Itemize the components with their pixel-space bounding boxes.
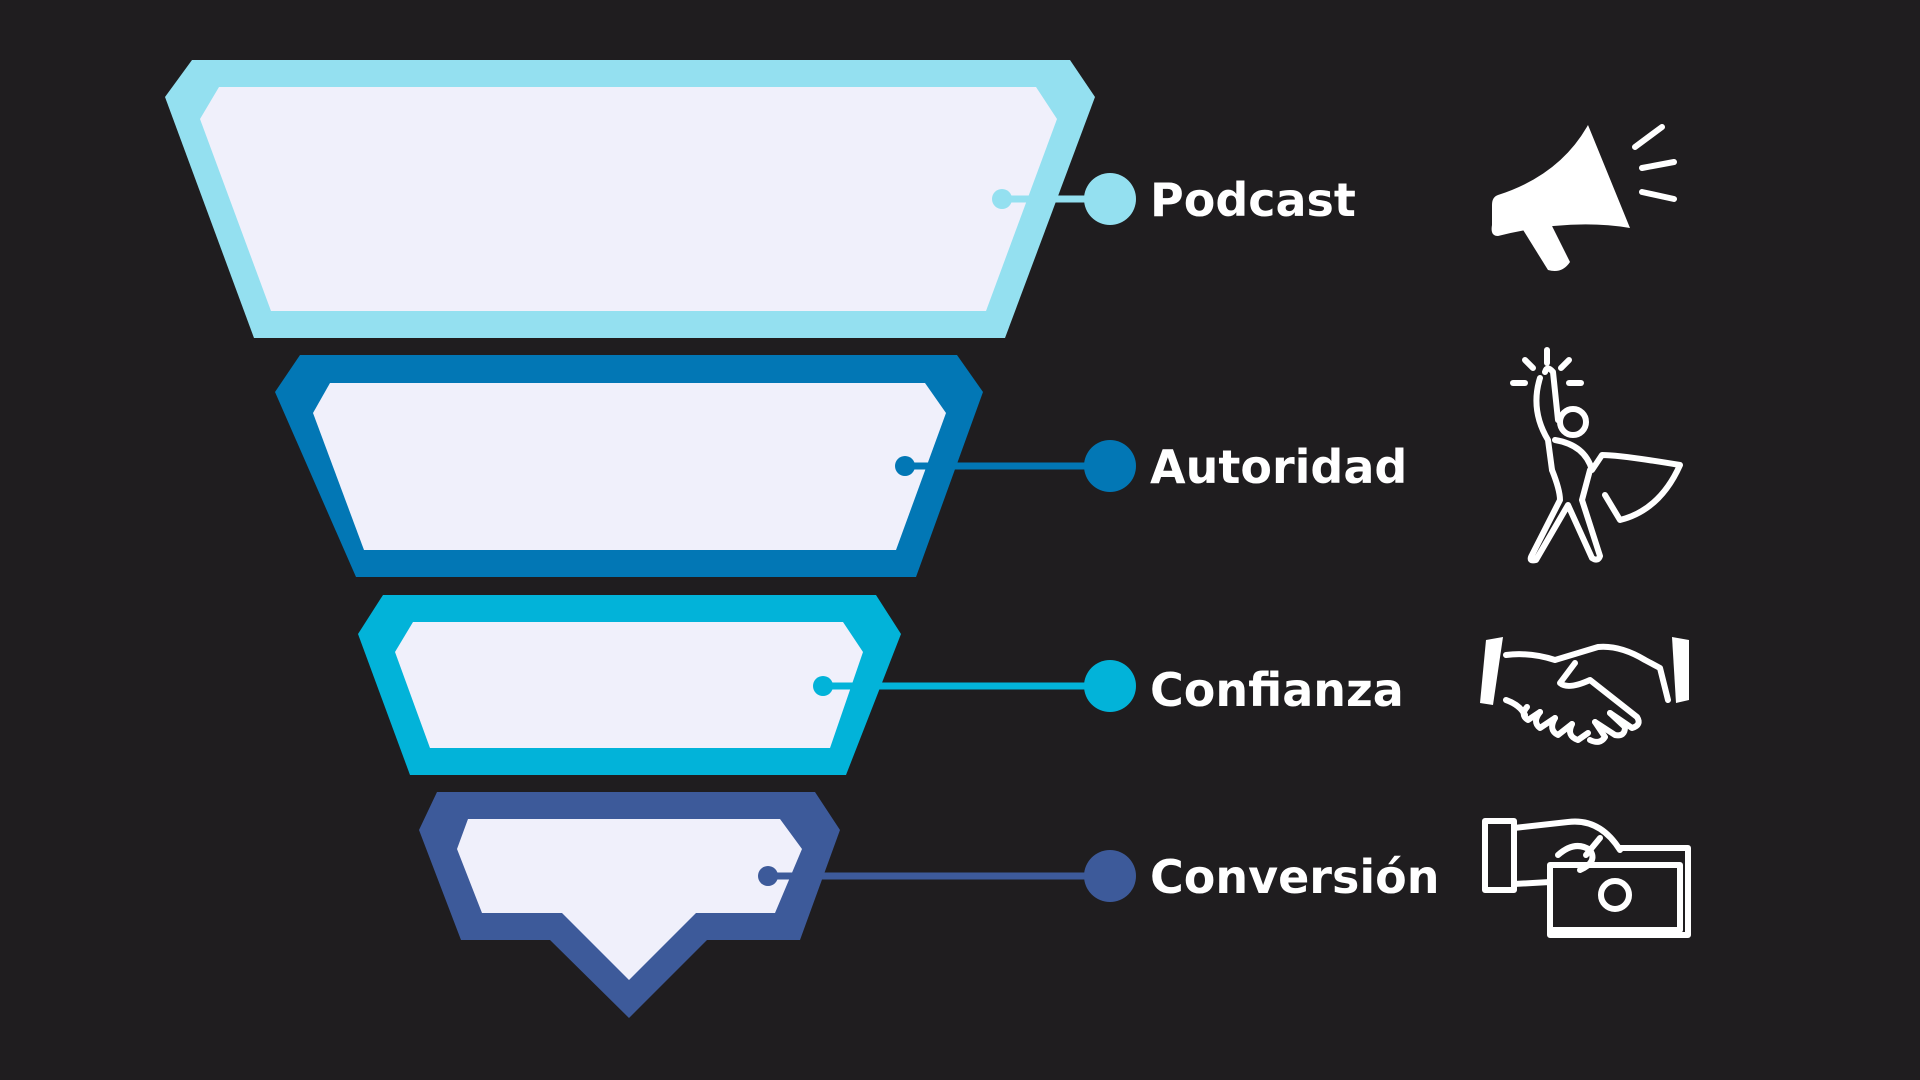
funnel-stage-conversion-small-dot	[758, 866, 778, 886]
funnel-stage-autoridad-node	[1084, 440, 1136, 492]
funnel-stage-conversion: Conversión	[419, 792, 1439, 1018]
funnel-stage-conversion-node	[1084, 850, 1136, 902]
funnel-stage-conversion-panel	[457, 819, 802, 980]
funnel-stage-confianza-node	[1084, 660, 1136, 712]
handshake-icon	[1480, 637, 1689, 745]
funnel-stage-autoridad-small-dot	[895, 456, 915, 476]
superhero-icon	[1510, 347, 1683, 564]
funnel-stage-confianza-panel	[395, 622, 863, 748]
money-hand-icon	[1482, 818, 1691, 938]
funnel-stage-podcast-small-dot	[992, 189, 1012, 209]
funnel-stage-podcast-panel	[200, 87, 1057, 311]
funnel-stage-autoridad-panel	[313, 383, 946, 550]
funnel-stage-confianza-label: Confianza	[1150, 663, 1404, 717]
funnel-stage-autoridad: Autoridad	[275, 355, 1407, 577]
megaphone-icon	[1491, 124, 1677, 271]
funnel-stage-podcast-node	[1084, 173, 1136, 225]
funnel-stage-autoridad-label: Autoridad	[1150, 440, 1407, 494]
funnel-stage-podcast-label: Podcast	[1150, 173, 1356, 227]
funnel-stage-confianza-small-dot	[813, 676, 833, 696]
funnel-stage-podcast: Podcast	[165, 60, 1356, 338]
funnel-stage-conversion-label: Conversión	[1150, 850, 1439, 904]
funnel-stage-confianza: Confianza	[358, 595, 1404, 775]
